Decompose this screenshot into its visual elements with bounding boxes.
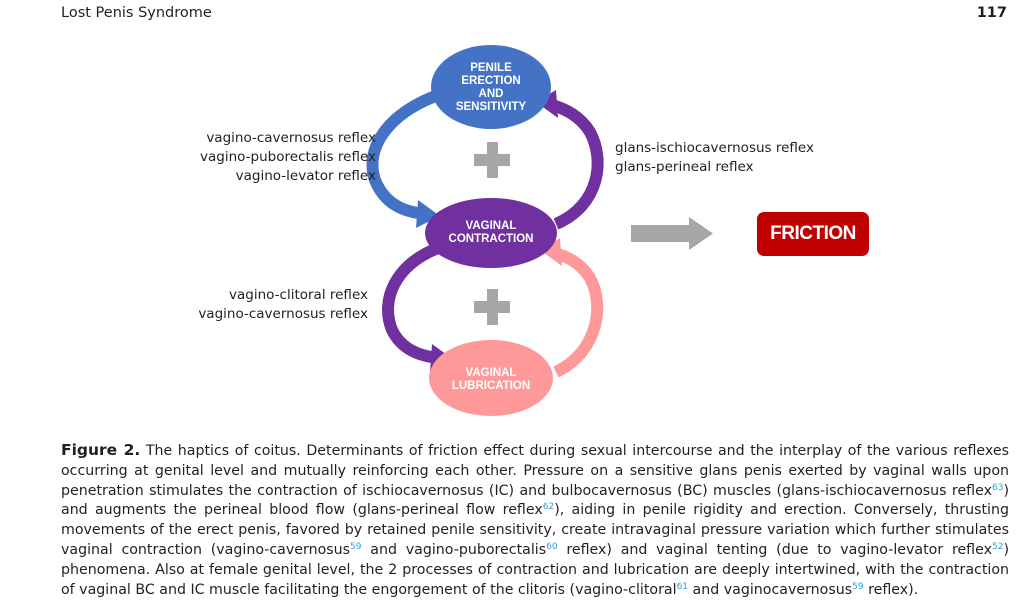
node-penile-label: PENILE ERECTION AND SENSITIVITY [455,62,527,113]
diagram-canvas [366,45,713,416]
plus-icon-lower [474,289,510,325]
citation-ref[interactable]: 52 [992,541,1004,552]
citation-ref[interactable]: 61 [676,581,689,592]
arc-contraction-to-lubrication [382,242,441,364]
node-penile-erection [431,45,551,129]
citation-ref[interactable]: 59 [350,541,362,552]
caption-body: The haptics of coitus. Determinants of f… [61,443,1009,598]
citation-ref[interactable]: 60 [546,541,558,552]
arrowhead-penile-to-contraction [416,200,440,228]
figure-caption: Figure 2. The haptics of coitus. Determi… [61,441,1009,600]
caption-text: ), aiding in penile rigidity and erectio… [61,502,1009,558]
caption-text: ) phenomena. Also at female genital leve… [61,541,1009,598]
result-arrow-icon [631,217,713,250]
caption-text: and vagino-puborectalis [361,541,547,558]
figure-label: Figure 2. [61,441,141,459]
arrowhead-contraction-to-penile [536,90,558,118]
friction-box: FRICTION [757,212,869,256]
node-lubrication-label: VAGINAL LUBRICATION [451,367,531,392]
caption-text: The haptics of coitus. Determinants of f… [61,443,1009,499]
node-vaginal-lubrication [429,340,553,416]
arc-contraction-to-penile [546,98,604,230]
caption-text: reflex) and vaginal tenting (due to vagi… [557,541,992,558]
caption-text: ) and augments the perineal blood flow (… [61,482,1009,519]
citation-ref[interactable]: 63 [992,482,1004,493]
caption-text: and vaginocavernosus [688,581,853,598]
node-contraction-label: VAGINAL CONTRACTION [448,220,534,245]
page-number: 117 [976,5,1007,21]
reflex-labels-upper-right: glans-ischiocavernosus reflex glans-peri… [615,140,814,175]
caption-text: reflex). [863,581,919,598]
arc-penile-to-contraction [366,89,441,220]
plus-icon-upper [474,142,510,178]
figure-diagram: PENILE ERECTION AND SENSITIVITY VAGINAL … [198,45,869,416]
reflex-labels-lower-left: vagino-clitoral reflex vagino-cavernosus… [198,287,368,322]
arc-lubrication-to-contraction [550,246,604,378]
node-vaginal-contraction [425,198,557,268]
citation-ref[interactable]: 59 [852,581,864,592]
running-title: Lost Penis Syndrome [61,5,212,21]
arrowhead-lubrication-to-contraction [540,238,562,266]
citation-ref[interactable]: 62 [542,502,555,513]
reflex-labels-upper-left: vagino-cavernosus reflex vagino-puborect… [200,130,376,184]
